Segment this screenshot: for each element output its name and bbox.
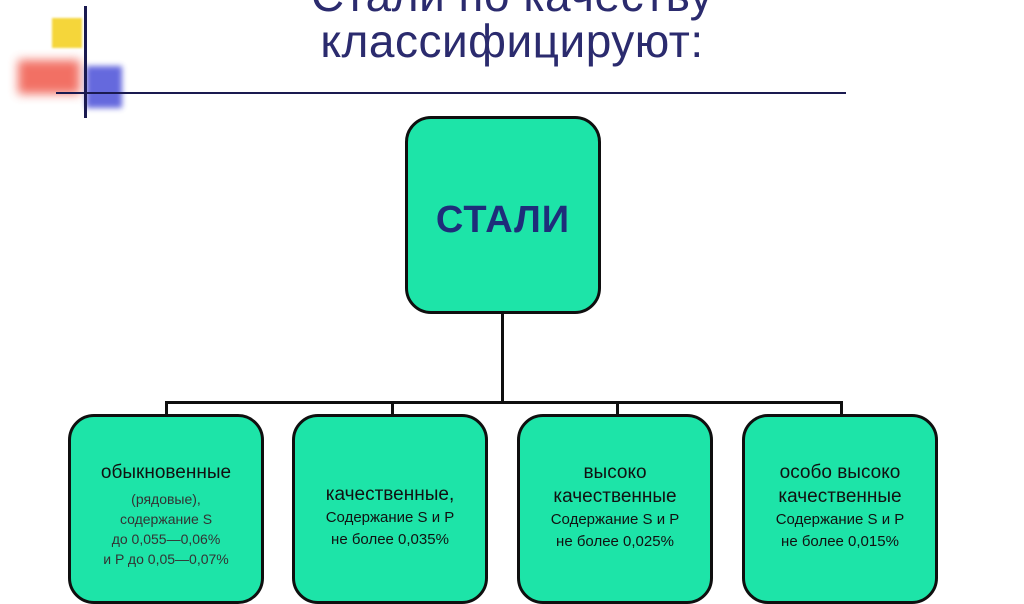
slide-title-line1: Стали по качеству (0, 0, 1024, 22)
logo-vertical-line (84, 6, 87, 118)
leaf-node-detail: до 0,055—0,06% (111, 531, 221, 547)
slide-title-line2: классифицируют: (320, 15, 704, 67)
leaf-node-detail: не более 0,025% (556, 533, 674, 550)
root-node-steels: СТАЛИ (405, 116, 601, 314)
connector-leaf-1 (165, 401, 168, 415)
leaf-node-title-line1: особо высоко (779, 462, 901, 483)
logo-red-square (18, 60, 80, 94)
leaf-node-ordinary: обыкновенные (рядовые), содержание S до … (68, 414, 264, 604)
connector-leaf-4 (840, 401, 843, 415)
leaf-node-title-line2: качественные (553, 486, 677, 507)
leaf-node-detail: и P до 0,05—0,07% (103, 551, 229, 567)
leaf-node-title: качественные, (325, 484, 455, 505)
title-underline (56, 92, 846, 94)
logo-yellow-square (52, 18, 82, 48)
root-node-label: СТАЛИ (435, 199, 571, 241)
leaf-node-detail: не более 0,015% (781, 533, 899, 550)
connector-root-down (501, 314, 504, 402)
leaf-node-detail: (рядовые), (131, 491, 201, 507)
leaf-node-especially-high-quality: особо высоко качественные Содержание S и… (742, 414, 938, 604)
leaf-node-high-quality: высоко качественные Содержание S и P не … (517, 414, 713, 604)
logo-blue-square (86, 66, 122, 108)
connector-leaf-2 (391, 401, 394, 415)
leaf-node-detail: содержание S (119, 511, 213, 527)
slide-logo (0, 0, 140, 120)
leaf-node-quality: качественные, Содержание S и P не более … (292, 414, 488, 604)
leaf-node-detail: Содержание S и P (550, 511, 680, 528)
leaf-node-title: обыкновенные (100, 462, 232, 483)
leaf-node-title-line1: высоко (583, 462, 647, 483)
leaf-node-title-line2: качественные (778, 486, 902, 507)
leaf-node-detail: Содержание S и P (775, 511, 905, 528)
leaf-node-detail: не более 0,035% (331, 531, 449, 548)
connector-leaf-3 (616, 401, 619, 415)
connector-horizontal (165, 401, 843, 404)
leaf-node-detail: Содержание S и P (325, 509, 455, 526)
